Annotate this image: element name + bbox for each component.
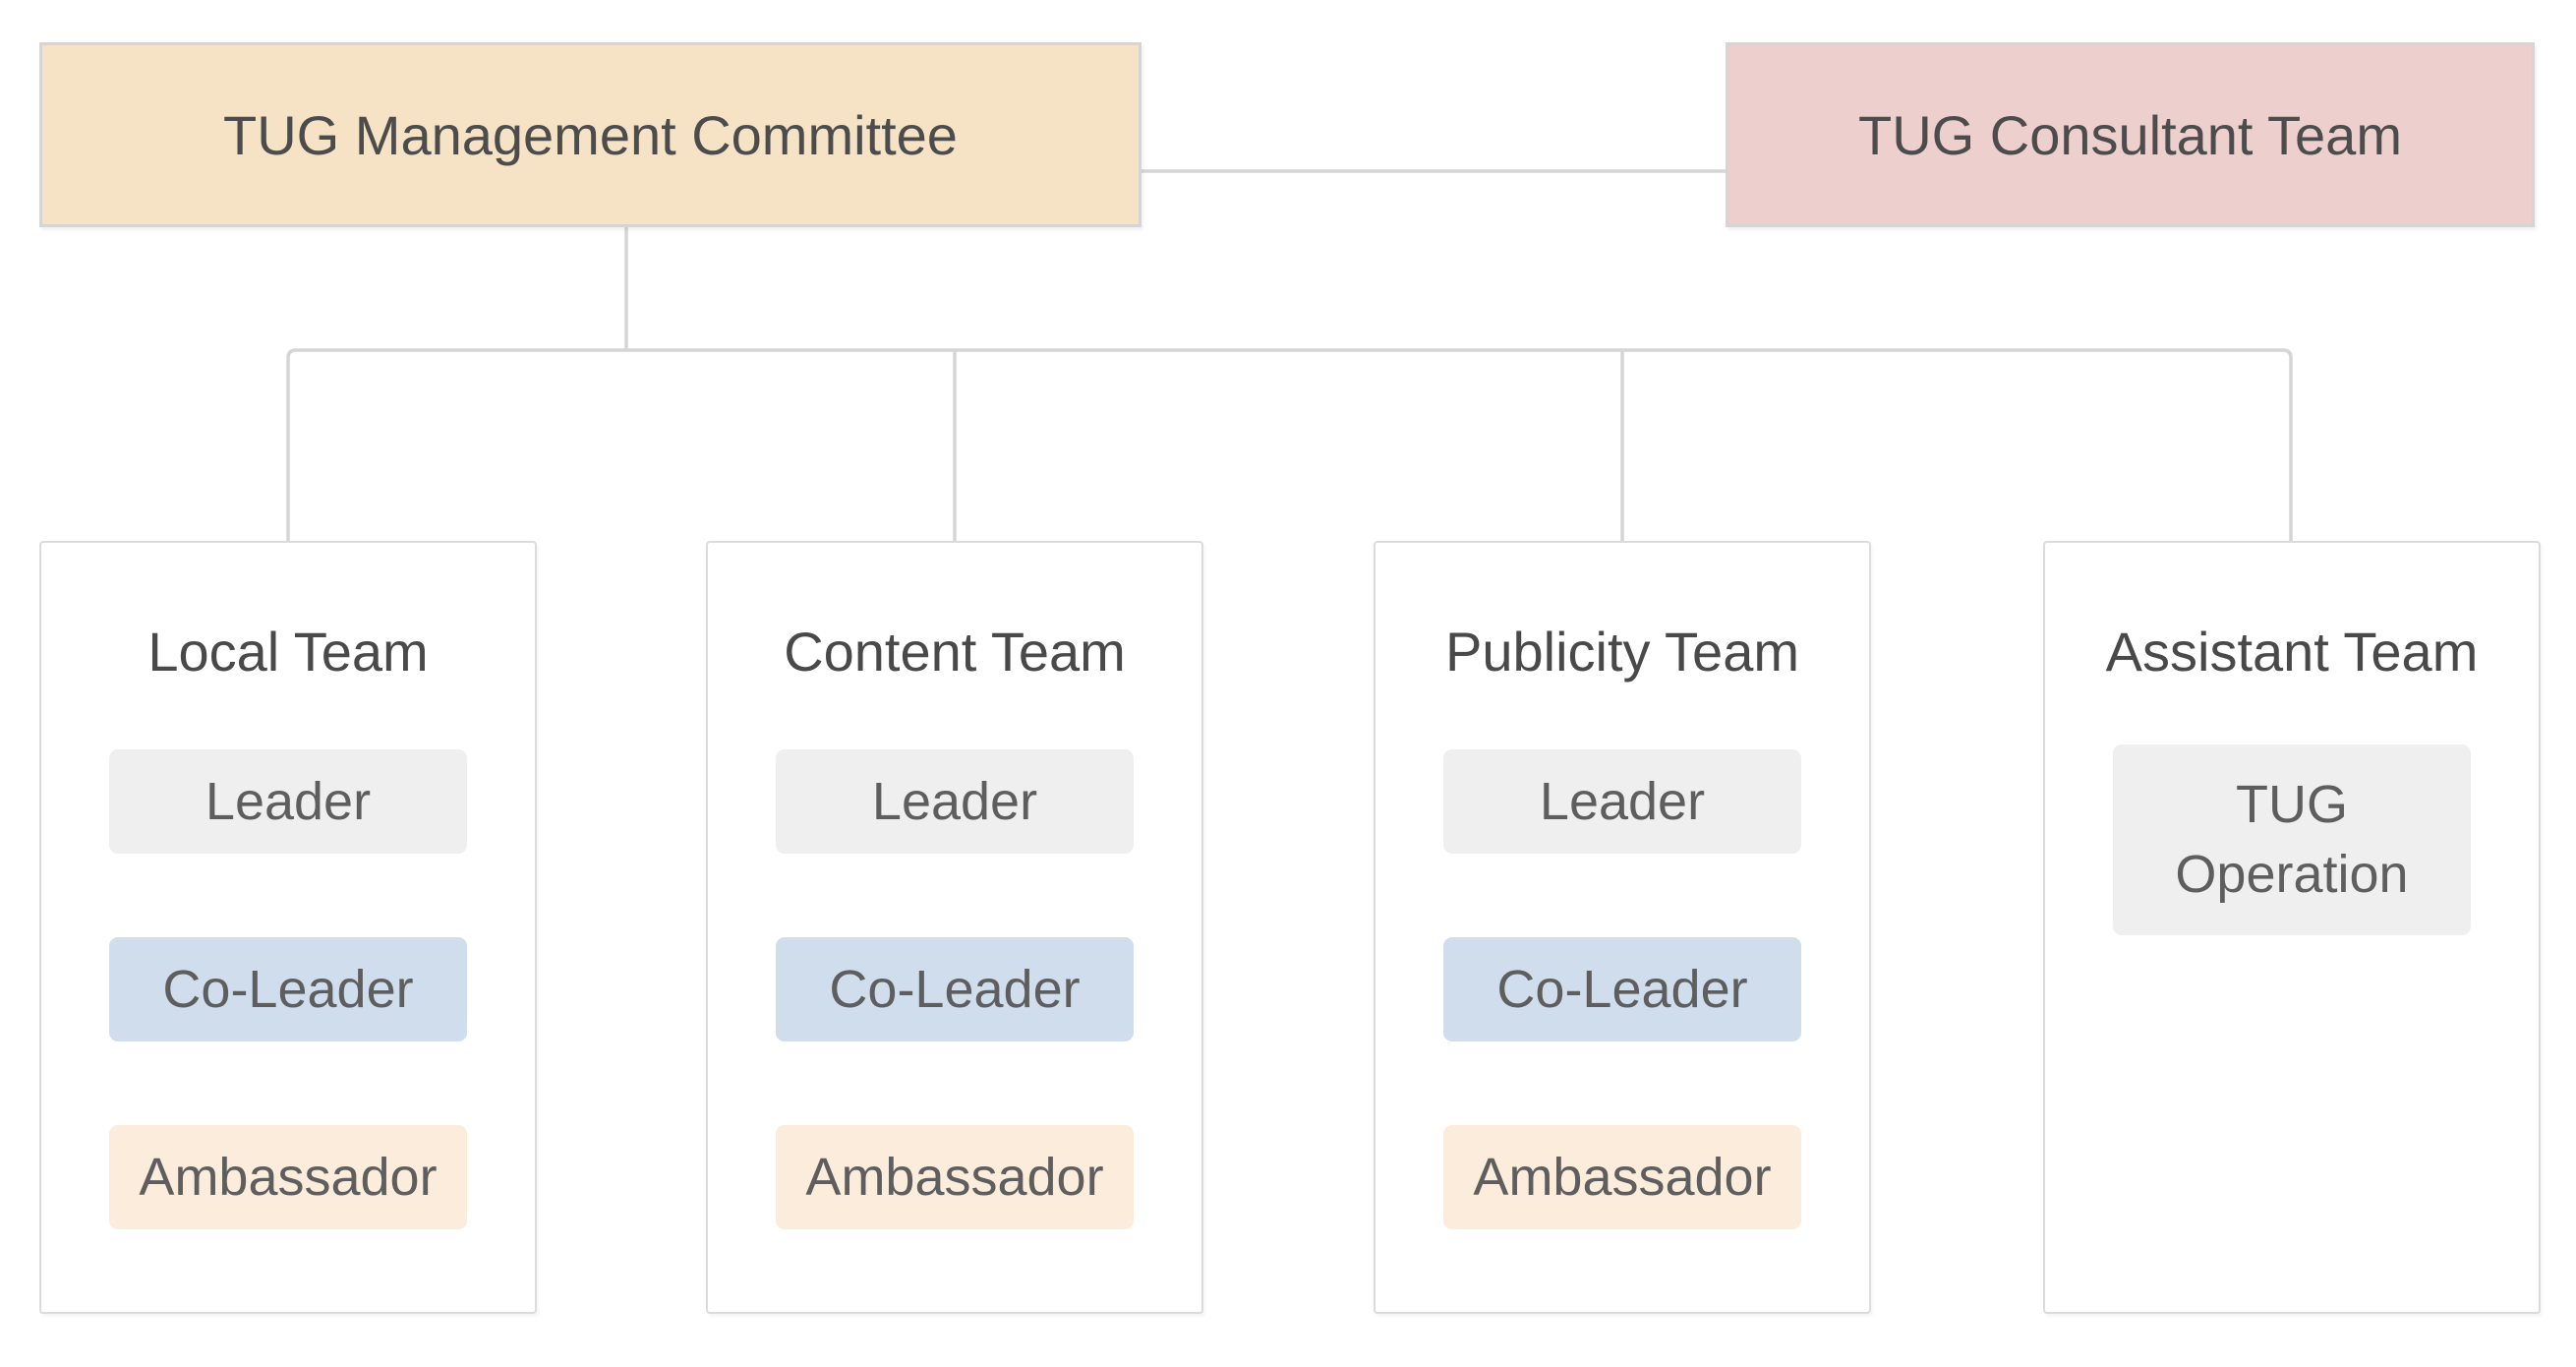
role-content-co-leader: Co-Leader [776, 937, 1134, 1041]
team-local: Local Team Leader Co-Leader Ambassador [39, 541, 537, 1314]
role-assistant-tug-operation: TUG Operation [2113, 744, 2471, 935]
consultant-team-label: TUG Consultant Team [1858, 103, 2402, 166]
role-publicity-leader: Leader [1443, 749, 1801, 854]
team-publicity: Publicity Team Leader Co-Leader Ambassad… [1374, 541, 1871, 1314]
team-publicity-title: Publicity Team [1444, 621, 1799, 683]
connector-bus [286, 348, 2293, 541]
role-local-ambassador: Ambassador [109, 1125, 467, 1229]
role-publicity-co-leader: Co-Leader [1443, 937, 1801, 1041]
role-content-leader: Leader [776, 749, 1134, 854]
team-content-title: Content Team [784, 621, 1126, 683]
team-content: Content Team Leader Co-Leader Ambassador [706, 541, 1203, 1314]
team-local-title: Local Team [147, 621, 429, 683]
team-assistant: Assistant Team TUG Operation [2043, 541, 2541, 1314]
node-management-committee: TUG Management Committee [39, 42, 1142, 227]
management-committee-label: TUG Management Committee [223, 103, 958, 166]
role-local-leader: Leader [109, 749, 467, 854]
role-content-ambassador: Ambassador [776, 1125, 1134, 1229]
node-consultant-team: TUG Consultant Team [1726, 42, 2535, 227]
role-local-co-leader: Co-Leader [109, 937, 467, 1041]
role-publicity-ambassador: Ambassador [1443, 1125, 1801, 1229]
team-assistant-title: Assistant Team [2105, 621, 2479, 683]
